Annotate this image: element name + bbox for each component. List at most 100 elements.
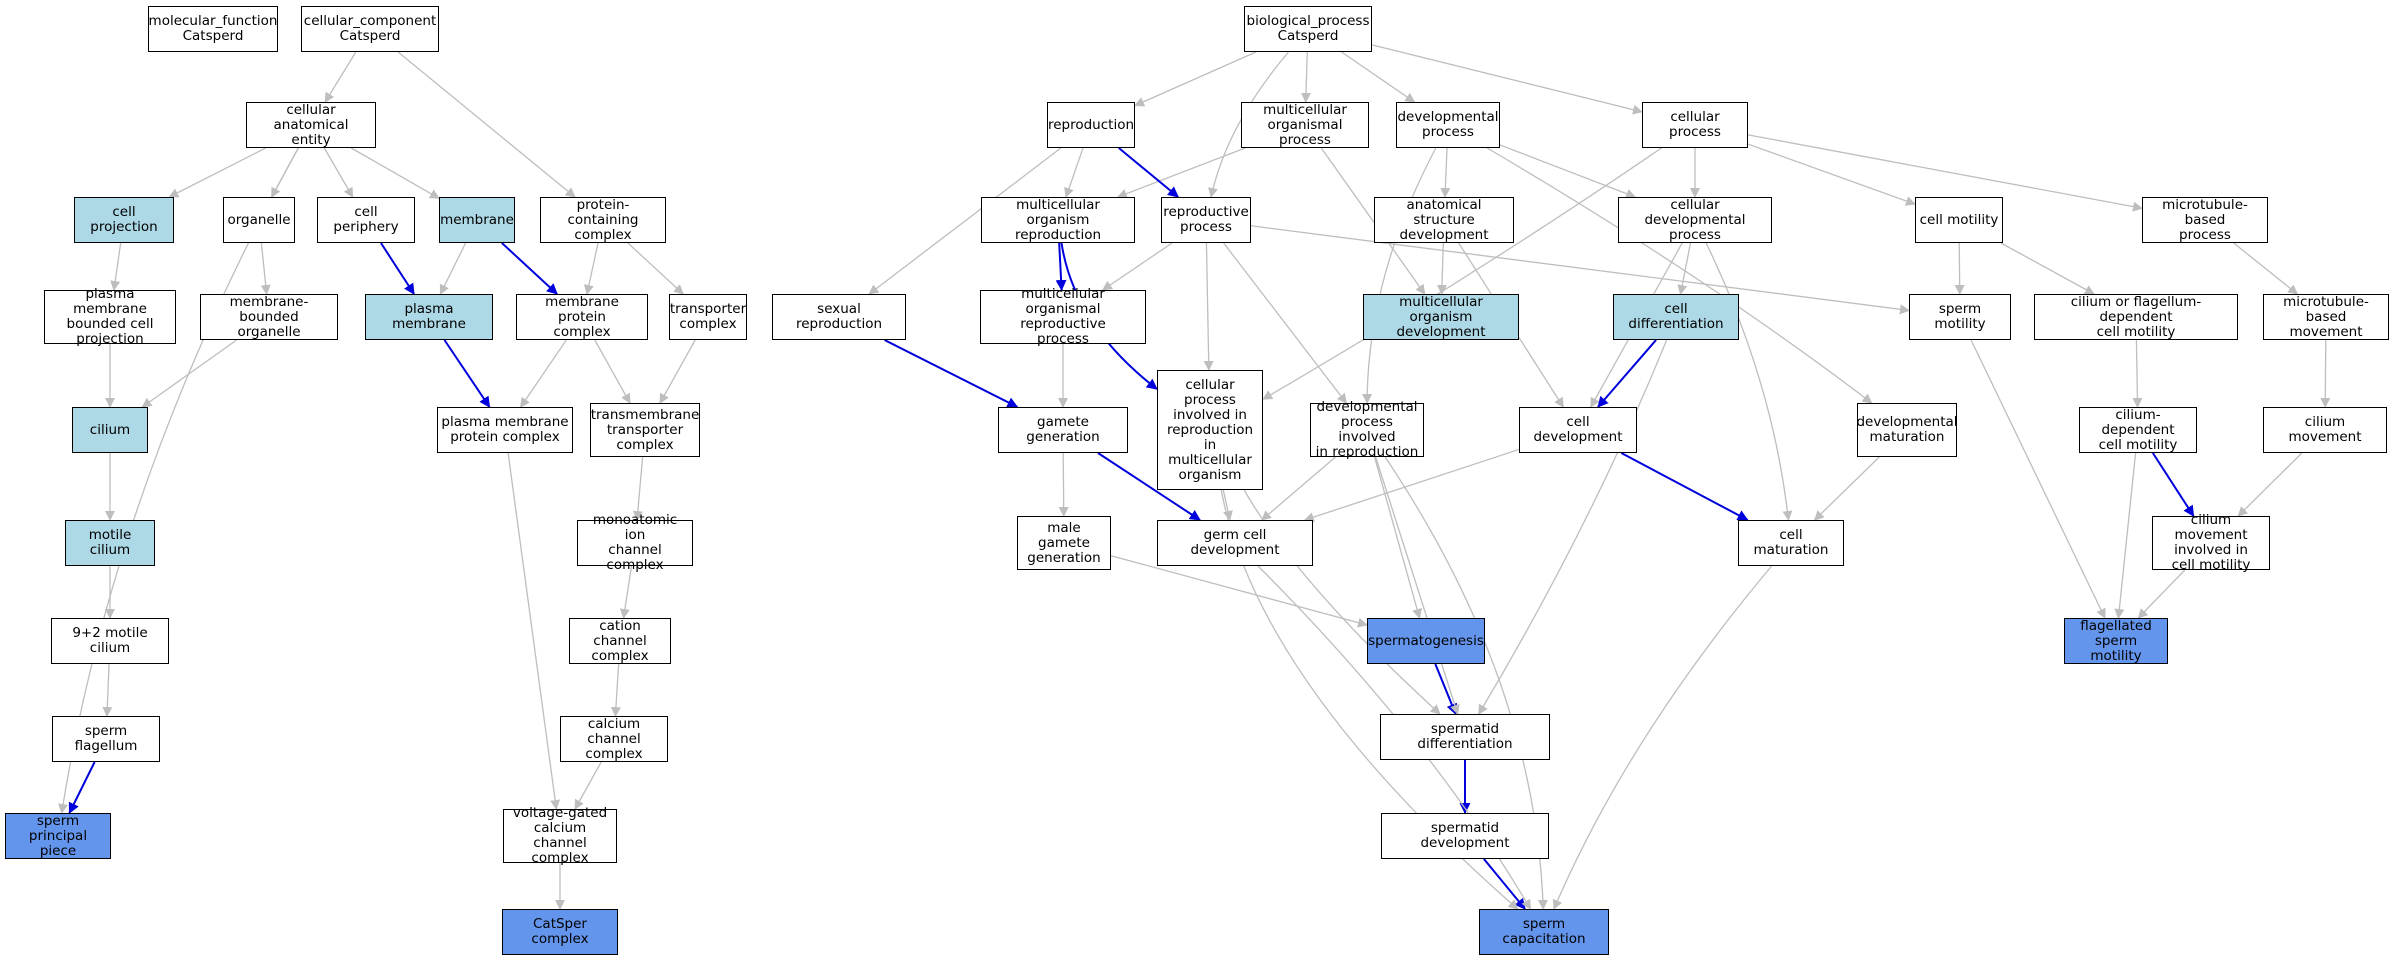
node-fsm: flagellated sperm motility <box>2064 618 2168 664</box>
edge-cmot-to-smot <box>1954 242 1965 295</box>
node-repro: reproduction <box>1047 102 1135 148</box>
edge-dpir-to-sdiff <box>1375 456 1460 715</box>
edge-mtbm-to-cmov <box>2320 339 2331 408</box>
edge-repro-to-rp <box>1118 147 1179 198</box>
node-mf: molecular_function Catsperd <box>148 6 278 52</box>
node-sflag: sperm flagellum <box>52 716 160 762</box>
edge-rp-to-smot <box>1250 225 1910 315</box>
node-cmov: cilium movement <box>2263 407 2387 453</box>
edge-devmat-to-cmat <box>1813 456 1880 521</box>
node-membrane: membrane <box>439 197 515 243</box>
node-tc: transporter complex <box>669 294 747 340</box>
edge-pm-to-pmpc <box>443 339 491 408</box>
edge-smot-to-fsm <box>1970 339 2106 619</box>
edge-pmpc-to-vgcc <box>507 452 561 810</box>
node-catsper: CatSper complex <box>502 909 618 955</box>
node-mic: monoatomic ion channel complex <box>577 513 693 573</box>
node-pmpc: plasma membrane protein complex <box>437 407 573 453</box>
edge-mpc-to-pmpc <box>520 339 567 408</box>
edge-rp-to-morp <box>1101 242 1173 291</box>
edge-dpir-to-gcd <box>1261 456 1336 521</box>
edge-bp-to-repro <box>1134 51 1257 107</box>
edge-rp-to-cpimo <box>1203 242 1214 371</box>
node-cproj: cell projection <box>74 197 174 243</box>
edge-repro-to-sexr <box>868 147 1062 295</box>
edge-devp-to-asd <box>1440 147 1451 198</box>
node-devmat: developmental maturation <box>1856 403 1958 457</box>
edge-sexr-to-gamgen <box>884 339 1019 408</box>
node-gcd: germ cell development <box>1157 520 1313 566</box>
edge-mpc-to-ttc <box>594 339 631 404</box>
edge-cdiff-to-sdiff <box>1478 339 1668 715</box>
edge-cdev-to-gcd <box>1303 448 1520 522</box>
edge-mop-to-mod <box>1320 147 1426 295</box>
node-devp: developmental process <box>1396 102 1500 148</box>
edge-bp-to-mop <box>1301 51 1311 103</box>
node-vgcc: voltage-gated calcium channel complex <box>503 806 617 866</box>
node-morp: multicellular organismal reproductive pr… <box>980 287 1146 347</box>
node-smot: sperm motility <box>1909 294 2011 340</box>
edge-bp-to-rp <box>1208 51 1289 198</box>
node-ttc: transmembrane transporter complex <box>590 403 700 457</box>
edge-bp-to-cellp <box>1371 44 1643 115</box>
edge-devp-to-devmat <box>1486 147 1873 404</box>
edge-cfdcm-to-cdcm <box>2132 339 2143 408</box>
node-ccc: cation channel complex <box>569 618 671 664</box>
edge-cae-to-cproj <box>168 147 267 198</box>
node-mtbp: microtubule-based process <box>2142 197 2268 243</box>
edge-membrane-to-mpc <box>501 242 558 295</box>
edge-cmat-to-scap <box>1552 565 1773 910</box>
node-sdev: spermatid development <box>1381 813 1549 859</box>
edge-cpimo-to-gcd <box>1222 489 1233 521</box>
edge-layer <box>58 44 2331 910</box>
node-rp: reproductive process <box>1161 197 1251 243</box>
node-cc: cellular_component Catsperd <box>301 6 439 52</box>
edge-gamgen-to-gcd <box>1097 452 1201 521</box>
edge-mbo-to-cilium <box>141 339 238 408</box>
edge-sflag-to-spp <box>68 761 96 814</box>
node-cae: cellular anatomical entity <box>246 102 376 148</box>
edge-cacc-to-vgcc <box>574 761 602 810</box>
node-cellp: cellular process <box>1642 102 1748 148</box>
node-sdiff: spermatid differentiation <box>1380 714 1550 760</box>
node-gamgen: gamete generation <box>998 407 1128 453</box>
edge-pcc-to-mpc <box>583 242 599 295</box>
node-mcil: motile cilium <box>65 520 155 566</box>
node-mtbm: microtubule-based movement <box>2263 294 2389 340</box>
edge-bp-to-devp <box>1341 51 1416 103</box>
edge-tc-to-ttc <box>659 339 696 404</box>
edge-pcc-to-tc <box>627 242 684 295</box>
node-mor: multicellular organism reproduction <box>981 197 1135 243</box>
node-cpimo: cellular process involved in reproductio… <box>1157 370 1263 490</box>
edge-m92-to-sflag <box>102 663 113 717</box>
edge-cpimo-to-sdiff <box>1243 489 1441 715</box>
node-pcc: protein-containing complex <box>540 197 666 243</box>
node-mgg: male gamete generation <box>1017 516 1111 570</box>
edge-mtbp-to-mtbm <box>2233 242 2299 295</box>
node-cperiph: cell periphery <box>317 197 415 243</box>
node-mod: multicellular organism development <box>1363 294 1519 340</box>
edge-mgg-to-sgen <box>1110 555 1368 628</box>
node-pmbcp: plasma membrane bounded cell projection <box>44 287 176 347</box>
node-spp: sperm principal piece <box>5 813 111 859</box>
edge-cperiph-to-pm <box>380 242 415 295</box>
node-cdev: cell development <box>1519 407 1637 453</box>
node-cmot: cell motility <box>1915 197 2003 243</box>
edge-cdp-to-cdiff <box>1677 242 1692 295</box>
edge-dpir-to-sgen <box>1373 456 1422 619</box>
node-cfdcm: cilium or flagellum-dependent cell motil… <box>2034 294 2238 340</box>
node-asd: anatomical structure development <box>1374 197 1514 243</box>
edge-ccc-to-cacc <box>610 663 621 717</box>
node-cmat: cell maturation <box>1738 520 1844 566</box>
edge-cae-to-spp <box>58 147 299 814</box>
edge-gamgen-to-mgg <box>1058 452 1069 517</box>
edge-devp-to-dpir <box>1362 147 1437 404</box>
edge-cellp-to-cmot <box>1747 143 1916 206</box>
node-sgen: spermatogenesis <box>1367 618 1485 664</box>
edge-membrane-to-pm <box>439 242 467 295</box>
edge-mor-to-morp <box>1055 242 1067 291</box>
edge-ttc-to-mic <box>632 456 644 521</box>
edge-asd-to-mod <box>1436 242 1447 295</box>
edge-repro-to-mor <box>1064 147 1084 198</box>
